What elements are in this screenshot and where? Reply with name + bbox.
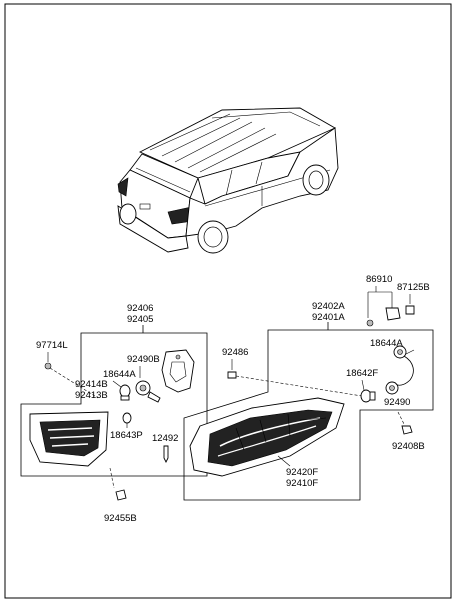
label-92408B: 92408B [392,441,425,452]
label-92486: 92486 [222,347,248,358]
label-18643P: 18643P [110,430,143,441]
label-18644A-left: 18644A [103,369,136,380]
label-18644A-right: 18644A [370,338,403,349]
label-92413B: 92413B [75,390,108,401]
left-lamp-group: 92406 92405 97714L 92490B 18644A 92414B … [20,303,208,524]
label-87125B: 87125B [397,282,430,293]
right-hardware: 86910 87125B [366,274,430,327]
label-92490: 92490 [384,397,410,408]
label-86910: 86910 [366,274,392,285]
label-92402A: 92402A [312,301,345,312]
screw-12492: 12492 [152,433,178,464]
label-18642F: 18642F [346,368,378,379]
label-92455B: 92455B [104,513,137,524]
label-12492: 12492 [152,433,178,444]
label-92414B: 92414B [75,379,108,390]
label-92410F: 92410F [286,478,318,489]
label-92420F: 92420F [286,467,318,478]
label-92490B: 92490B [127,354,160,365]
label-97714L: 97714L [36,340,68,351]
diagram-frame [4,3,452,599]
label-92405: 92405 [127,314,153,325]
label-92406: 92406 [127,303,153,314]
label-92401A: 92401A [312,312,345,323]
right-lamp-group: 92402A 92401A 92486 18644A 18642F 92490 … [183,301,434,501]
vehicle-illustration [117,107,339,254]
